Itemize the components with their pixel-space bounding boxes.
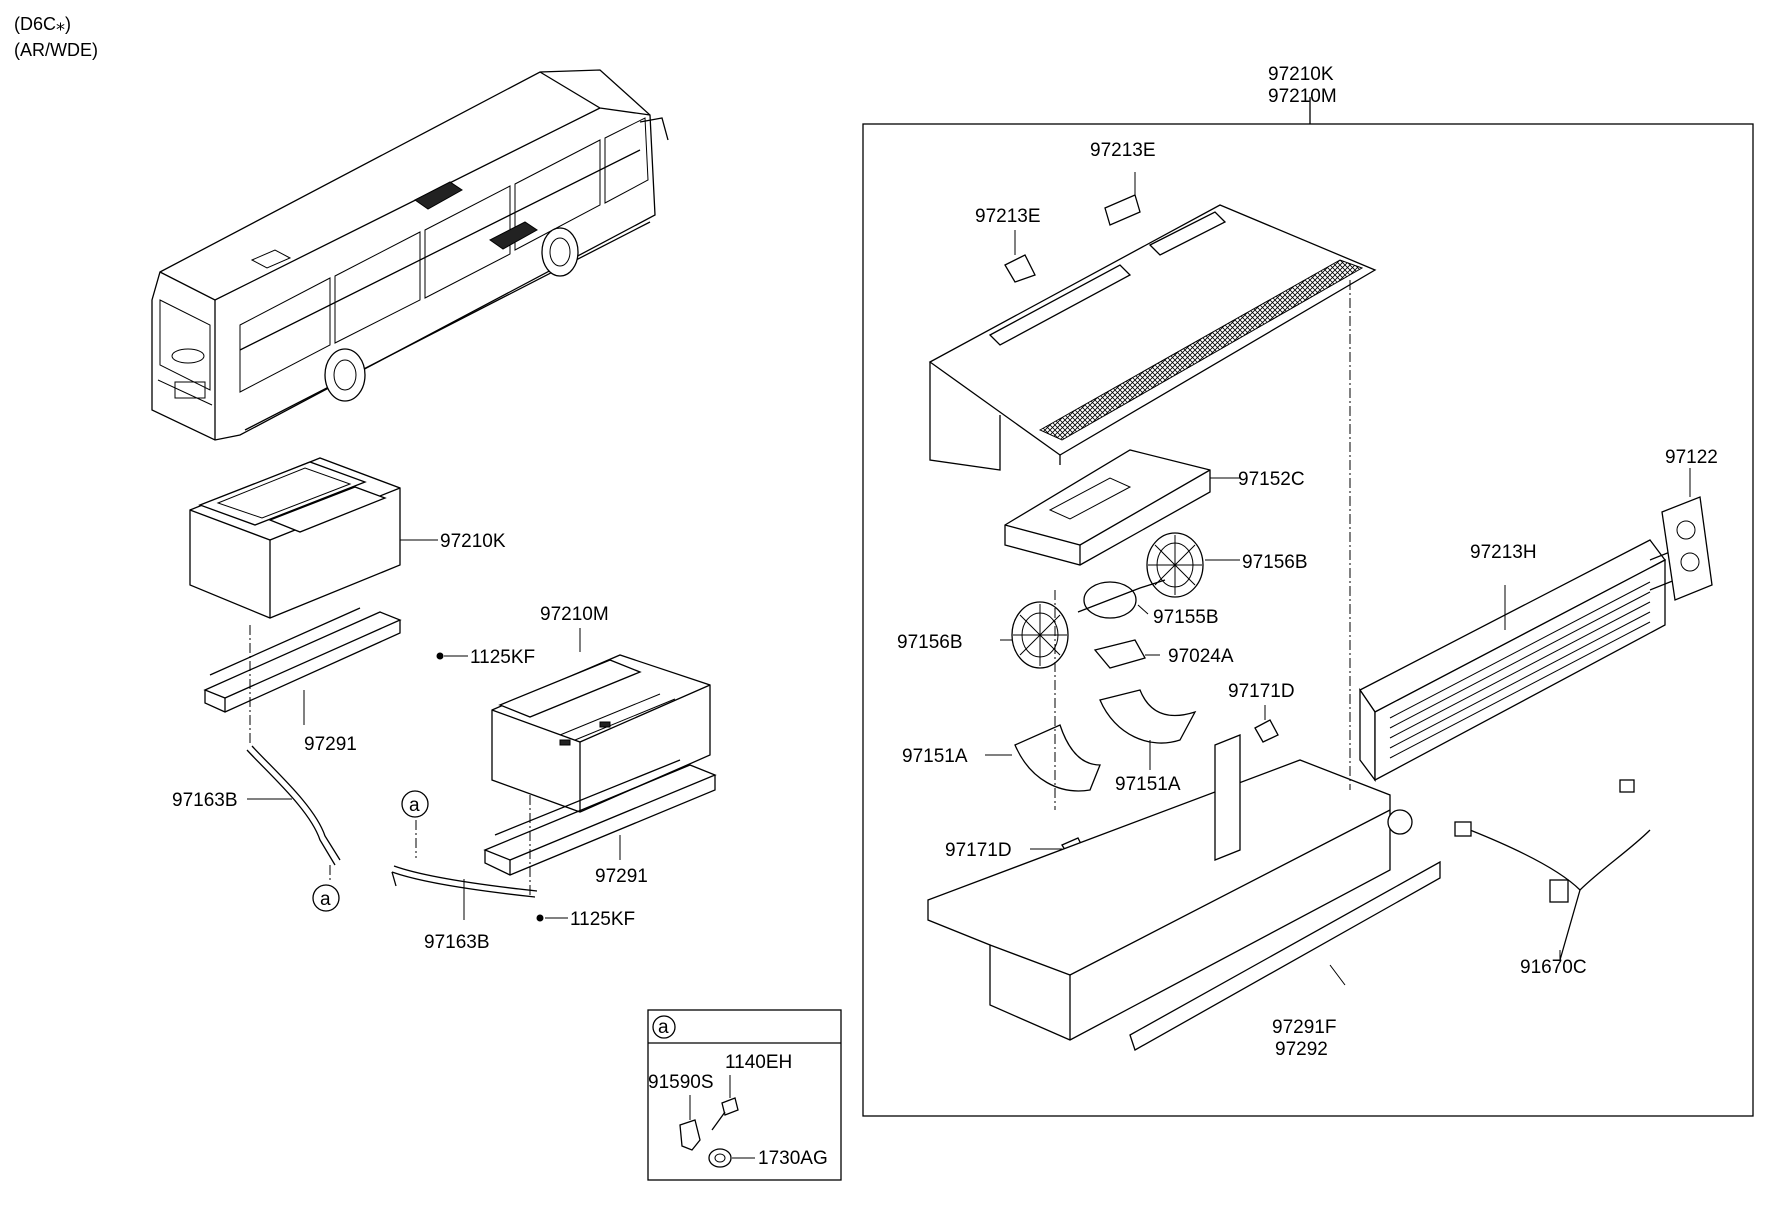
label-97210K-top: 97210K — [1268, 64, 1334, 85]
clip-97213E-drawing — [1004, 194, 1141, 283]
leader-lines — [247, 172, 1691, 986]
label-97292: 97292 — [1275, 1039, 1328, 1060]
label-97151A-right: 97151A — [1115, 774, 1181, 795]
label-97151A-left: 97151A — [902, 746, 968, 767]
marker-a-mid — [401, 790, 429, 818]
hose-97163B-left-drawing — [246, 745, 341, 880]
assembly-frame — [862, 123, 1754, 1117]
label-97171D-upper: 97171D — [1228, 681, 1295, 702]
motor-drawing — [1077, 579, 1166, 619]
label-97213E-upper: 97213E — [1090, 140, 1156, 161]
label-97024A: 97024A — [1168, 646, 1234, 667]
label-97163B-right: 97163B — [424, 932, 490, 953]
label-97291-left: 97291 — [304, 734, 357, 755]
detail-label-1730AG: 1730AG — [758, 1148, 828, 1169]
detail-label-1140EH: 1140EH — [725, 1052, 792, 1073]
marker-a-left-text: a — [320, 889, 331, 910]
label-97213H: 97213H — [1470, 542, 1537, 563]
top-cover-drawing — [928, 204, 1377, 471]
motor-clamp-drawing — [1093, 639, 1146, 669]
label-97122: 97122 — [1665, 447, 1718, 468]
case-drawing — [927, 280, 1413, 1041]
label-97171D-lower: 97171D — [945, 840, 1012, 861]
model-code-label: (D6C⁎) — [14, 14, 71, 34]
bracket-97291-right-drawing — [483, 759, 717, 922]
detail-box: a 1140EH 91590S 1730AG — [647, 1009, 842, 1181]
hose-97163B-right-drawing — [391, 820, 538, 898]
label-97291-right: 97291 — [595, 866, 648, 887]
bracket-97291-left-drawing — [203, 607, 444, 745]
label-97156B-left: 97156B — [897, 632, 963, 653]
detail-marker-a: a — [658, 1017, 669, 1038]
marker-a-mid-text: a — [409, 795, 420, 816]
gasket-drawing — [1661, 496, 1713, 601]
cover-panel-drawing — [1129, 860, 1441, 1051]
heater-core-drawing — [1359, 539, 1681, 782]
label-97210M-unit: 97210M — [540, 604, 609, 625]
label-97156B-right: 97156B — [1242, 552, 1308, 573]
label-97152C: 97152C — [1238, 469, 1305, 490]
label-1125KF-upper: 1125KF — [470, 647, 535, 668]
label-1125KF-lower: 1125KF — [570, 909, 635, 930]
region-code-label: (AR/WDE) — [14, 40, 98, 60]
harness-drawing — [1454, 779, 1651, 961]
label-97210K-unit: 97210K — [440, 531, 506, 552]
scroll-drawings — [1014, 590, 1197, 810]
label-97291F: 97291F — [1272, 1017, 1336, 1038]
label-91670C: 91670C — [1520, 957, 1587, 978]
label-97163B-left: 97163B — [172, 790, 238, 811]
detail-label-91590S: 91590S — [648, 1072, 714, 1093]
unit-97210M-drawing — [491, 654, 711, 813]
unit-97210K-drawing — [189, 457, 401, 619]
marker-a-left — [312, 884, 340, 912]
label-97210M-top: 97210M — [1268, 86, 1337, 107]
bus-illustration — [151, 69, 669, 441]
label-97155B: 97155B — [1153, 607, 1219, 628]
blower-housing-drawing — [1004, 449, 1211, 566]
label-97213E-lower: 97213E — [975, 206, 1041, 227]
